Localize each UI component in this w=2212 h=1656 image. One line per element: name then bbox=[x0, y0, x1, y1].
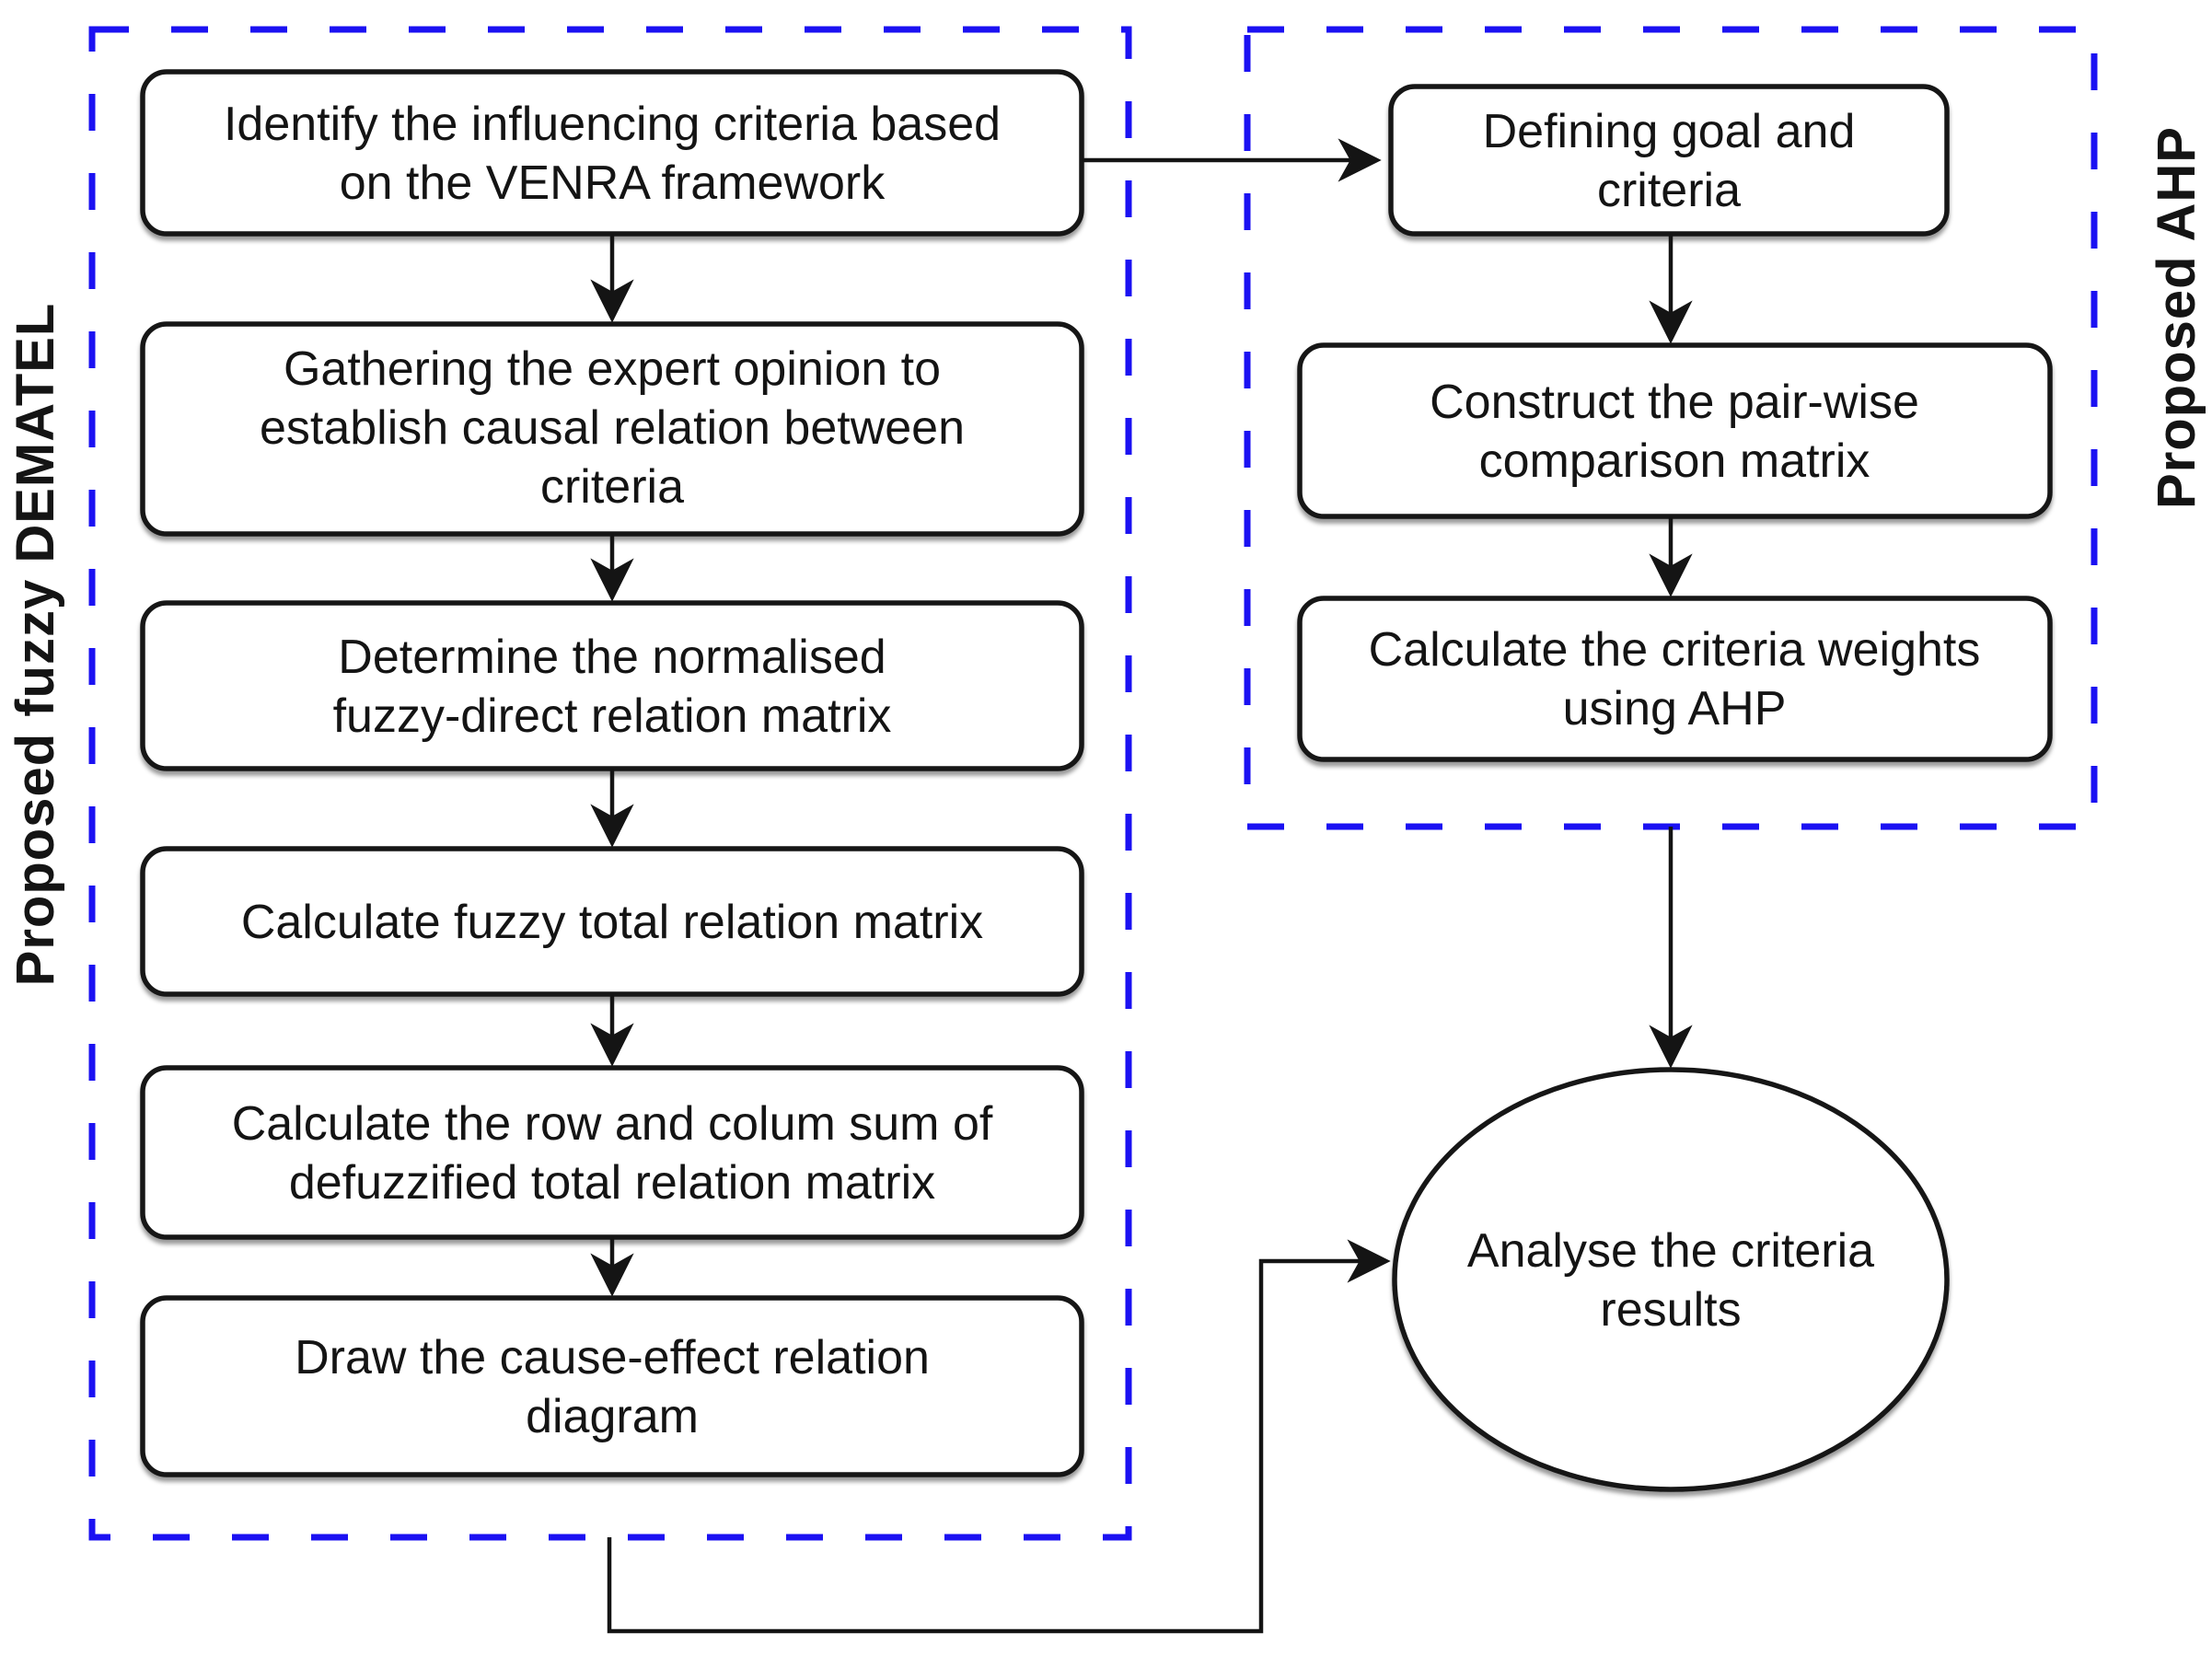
box-text: Determine the normalised bbox=[338, 631, 886, 684]
box-text: Draw the cause-effect relation bbox=[295, 1331, 930, 1384]
connector-dematel-to-analyse bbox=[607, 1239, 1391, 1634]
flow-box-pairwise-matrix bbox=[1297, 342, 2053, 519]
box-text: Identify the influencing criteria based bbox=[224, 98, 1001, 151]
box-text: criteria bbox=[1597, 164, 1741, 217]
box-text: fuzzy-direct relation matrix bbox=[333, 689, 892, 743]
terminal-text: Analyse the criteria bbox=[1467, 1224, 1874, 1278]
box-text: Calculate the row and colum sum of bbox=[232, 1097, 993, 1151]
flow-box-normalised-matrix bbox=[140, 600, 1084, 771]
box-text: Defining goal and bbox=[1483, 105, 1856, 158]
flow-box-cause-effect-diagram bbox=[140, 1295, 1084, 1477]
box-text: Calculate fuzzy total relation matrix bbox=[241, 896, 983, 949]
box-text: criteria bbox=[540, 460, 684, 514]
box-text: on the VENRA framework bbox=[340, 156, 886, 210]
box-text: Calculate the criteria weights bbox=[1369, 623, 1981, 677]
flow-box-criteria-weights bbox=[1297, 596, 2053, 762]
box-text: using AHP bbox=[1563, 682, 1787, 735]
box-text: diagram bbox=[526, 1390, 699, 1443]
box-text: comparison matrix bbox=[1479, 434, 1870, 488]
terminal-text: results bbox=[1600, 1283, 1741, 1337]
flow-box-row-column-sum bbox=[140, 1065, 1084, 1240]
box-text: Construct the pair-wise bbox=[1430, 376, 1919, 429]
box-text: defuzzified total relation matrix bbox=[289, 1156, 935, 1210]
dematel-group-label: Proposed fuzzy DEMATEL bbox=[6, 303, 65, 987]
box-text: establish causal relation between bbox=[260, 401, 965, 455]
ahp-group-label: Proposed AHP bbox=[2147, 126, 2206, 509]
terminal-analyse-results bbox=[1392, 1067, 1950, 1492]
box-text: Gathering the expert opinion to bbox=[284, 342, 941, 396]
